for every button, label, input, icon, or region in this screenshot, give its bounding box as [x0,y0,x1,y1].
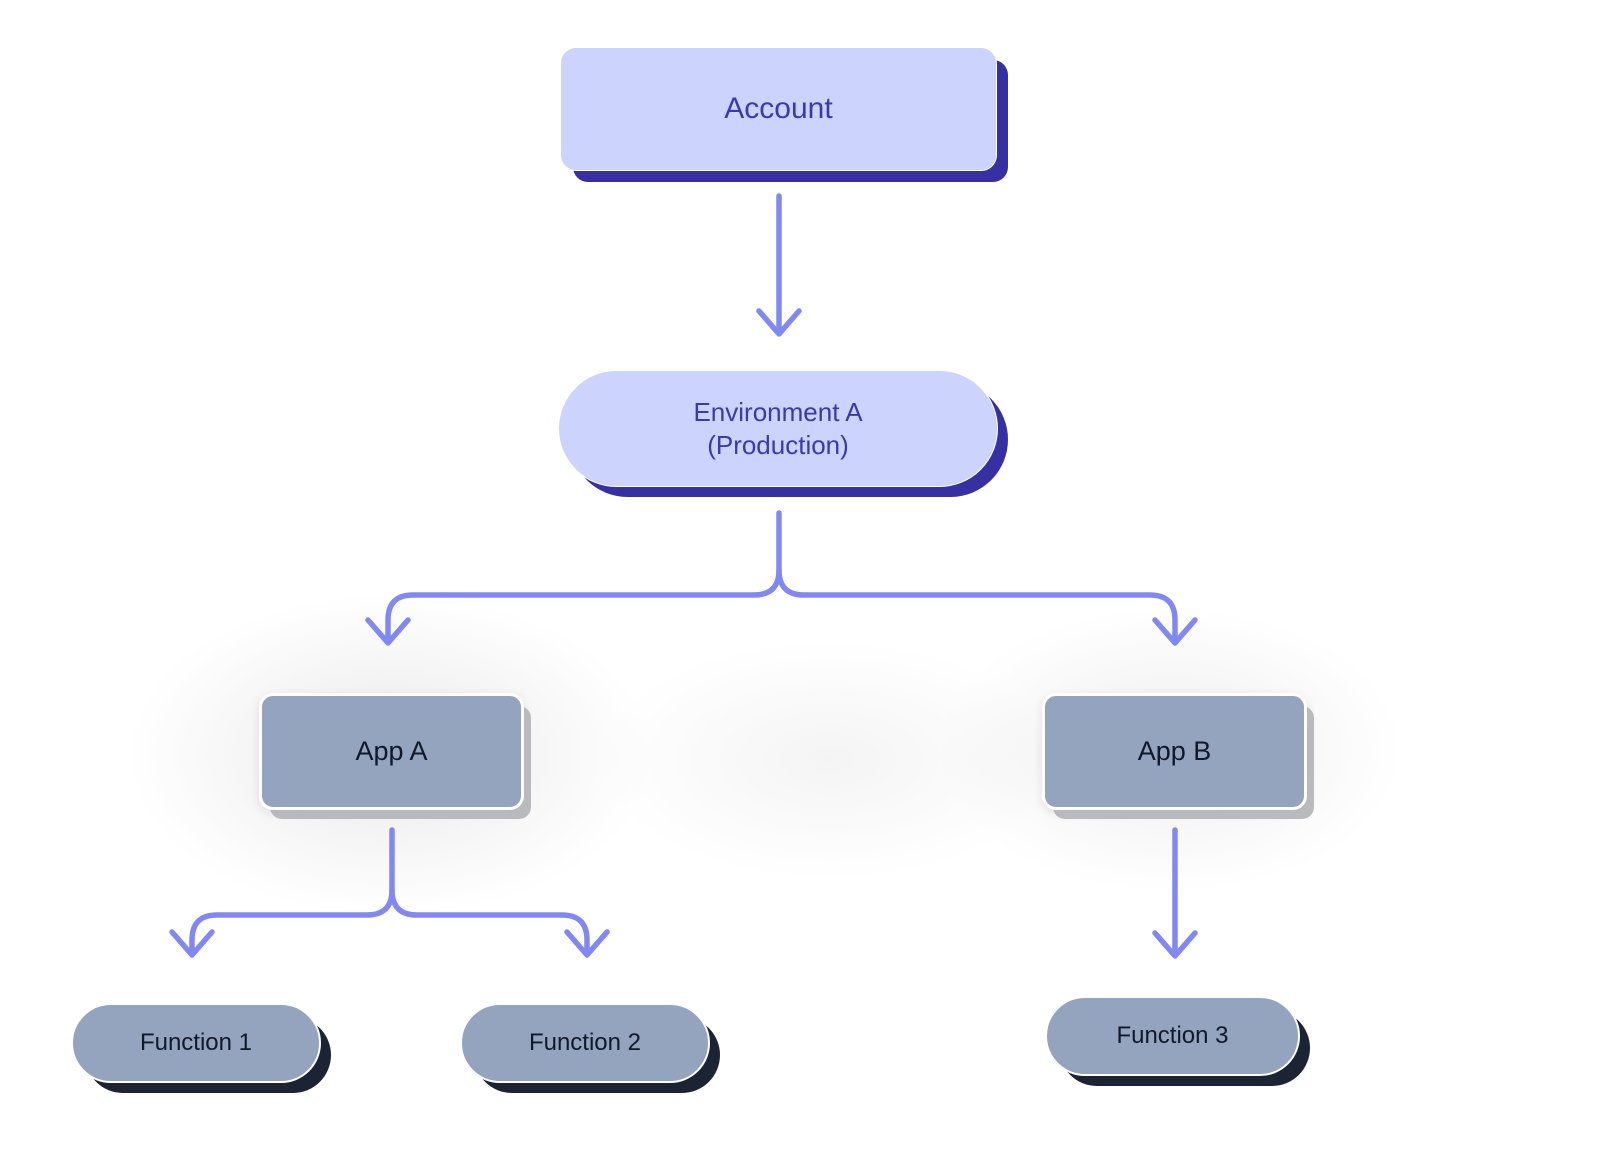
edge-appb-to-function3 [1152,827,1198,959]
edge-account-to-environment [756,193,802,337]
node-app-b[interactable]: App B [1042,693,1307,810]
node-function-3[interactable]: Function 3 [1045,996,1300,1076]
node-environment-a[interactable]: Environment A (Production) [558,370,998,487]
node-function-2[interactable]: Function 2 [460,1003,710,1083]
edge-appa-to-functions [169,827,610,958]
node-account[interactable]: Account [560,47,997,171]
edge-environment-to-apps [365,510,1198,646]
node-app-a[interactable]: App A [259,693,524,810]
node-function-1[interactable]: Function 1 [71,1003,321,1083]
